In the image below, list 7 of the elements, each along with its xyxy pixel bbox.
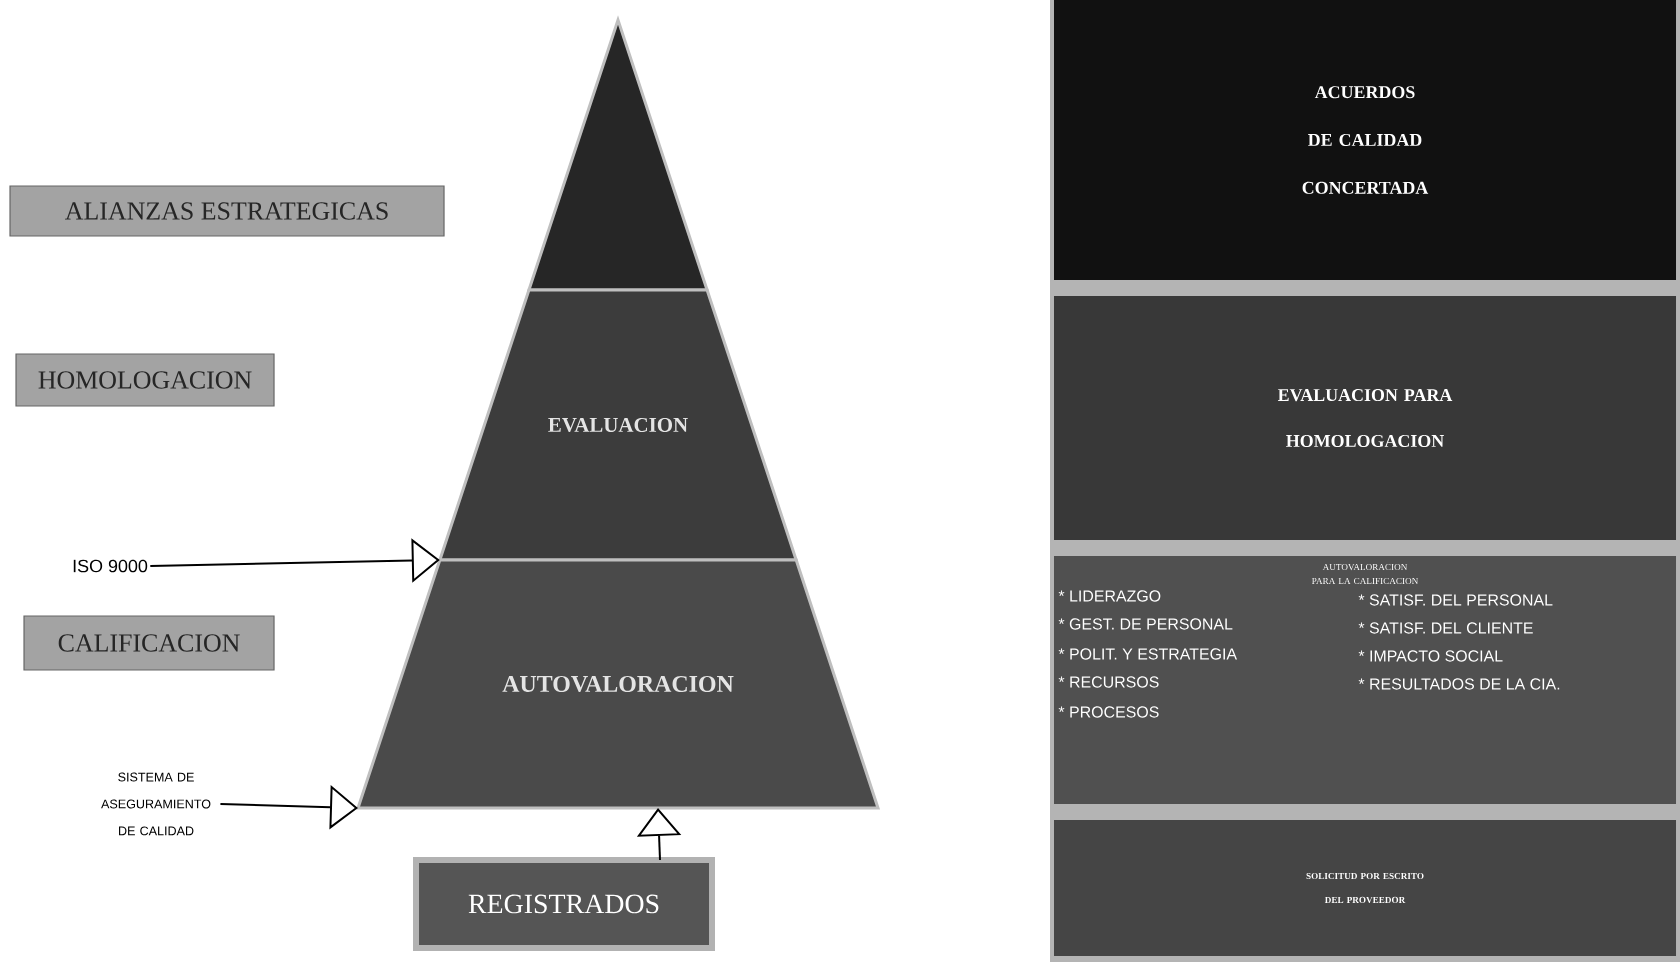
label-box: CALIFICACION	[23, 615, 275, 671]
label-box: ALIANZAS ESTRATEGICAS	[9, 185, 445, 237]
annotation-text: ISO 9000	[73, 559, 148, 573]
label-box: HOMOLOGACION	[15, 353, 275, 407]
label-box: REGISTRADOS	[413, 857, 715, 951]
panel-box: ACUERDOS DE CALIDAD CONCERTADA	[1054, 0, 1676, 280]
panel-box: EVALUACION PARA HOMOLOGACION	[1054, 296, 1676, 540]
